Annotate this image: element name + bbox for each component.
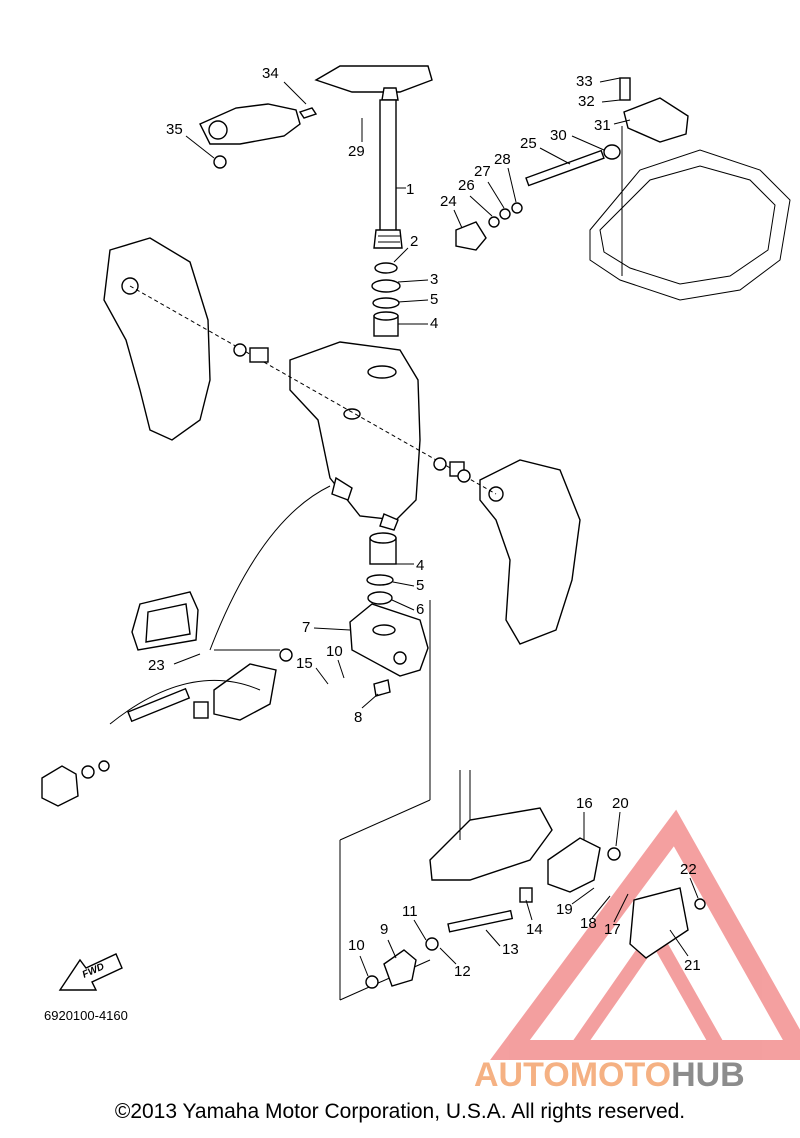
upper-bushing-stack xyxy=(371,262,401,337)
lower-mount-bracket xyxy=(349,603,429,697)
callout-15: 15 xyxy=(296,655,313,672)
callout-17: 17 xyxy=(604,921,621,938)
steering-arm xyxy=(199,103,318,169)
callout-23: 23 xyxy=(148,657,165,674)
callout-13: 13 xyxy=(502,941,519,958)
lower-rear-mount xyxy=(365,837,706,989)
callout-29: 29 xyxy=(348,143,365,160)
callout-27: 27 xyxy=(474,163,491,180)
callout-4b: 4 xyxy=(416,557,424,574)
callout-18: 18 xyxy=(580,915,597,932)
right-clamp-bracket xyxy=(479,459,581,645)
callout-20: 20 xyxy=(612,795,629,812)
watermark-triangle xyxy=(490,809,800,1060)
ground-lead-wire xyxy=(109,680,261,725)
callout-14: 14 xyxy=(526,921,543,938)
callout-3: 3 xyxy=(430,271,438,288)
left-clamp-bracket xyxy=(103,237,211,441)
lower-left-mount xyxy=(41,663,277,807)
callout-5b: 5 xyxy=(416,577,424,594)
callout-7: 7 xyxy=(302,619,310,636)
callout-10a: 10 xyxy=(326,643,343,660)
ground-plate xyxy=(131,591,293,662)
watermark-part1: AUTOMOTO xyxy=(474,1056,671,1094)
through-bolt-axis xyxy=(129,285,497,495)
steering-shaft xyxy=(314,65,433,249)
callout-19: 19 xyxy=(556,901,573,918)
callout-4a: 4 xyxy=(430,315,438,332)
callout-30: 30 xyxy=(550,127,567,144)
drawing-code: 6920100-4160 xyxy=(44,1008,128,1023)
lower-bushing-stack xyxy=(366,532,397,605)
callout-34: 34 xyxy=(262,65,279,82)
callout-26: 26 xyxy=(458,177,475,194)
tilt-tube-washers xyxy=(233,343,471,483)
copyright-notice: ©2013 Yamaha Motor Corporation, U.S.A. A… xyxy=(114,1100,686,1123)
bottom-cowl-outline xyxy=(589,126,791,301)
callout-9: 9 xyxy=(380,921,388,938)
callout-16: 16 xyxy=(576,795,593,812)
callout-33: 33 xyxy=(576,73,593,90)
lower-cowling xyxy=(429,770,553,881)
callout-35: 35 xyxy=(166,121,183,138)
ground-lead-wire-2 xyxy=(209,485,331,651)
callout-8: 8 xyxy=(354,709,362,726)
callout-24: 24 xyxy=(440,193,457,210)
callout-12: 12 xyxy=(454,963,471,980)
callout-2: 2 xyxy=(410,233,418,250)
callout-25: 25 xyxy=(520,135,537,152)
callout-21: 21 xyxy=(684,957,701,974)
watermark-part2: HUB xyxy=(671,1056,745,1094)
upper-right-mount xyxy=(455,77,689,251)
callout-1: 1 xyxy=(406,181,414,198)
watermark-text: AUTOMOTOHUB xyxy=(474,1056,745,1094)
callout-32: 32 xyxy=(578,93,595,110)
swivel-bracket xyxy=(289,341,421,531)
callout-labels: 1 2 3 5 4 4 5 6 7 8 15 10 23 16 20 22 19… xyxy=(148,65,701,980)
callout-5a: 5 xyxy=(430,291,438,308)
callout-6: 6 xyxy=(416,601,424,618)
callout-11: 11 xyxy=(402,903,418,920)
callout-28: 28 xyxy=(494,151,511,168)
callout-22: 22 xyxy=(680,861,697,878)
callout-31: 31 xyxy=(594,117,611,134)
fwd-arrow: FWD xyxy=(58,953,123,991)
callout-10b: 10 xyxy=(348,937,365,954)
